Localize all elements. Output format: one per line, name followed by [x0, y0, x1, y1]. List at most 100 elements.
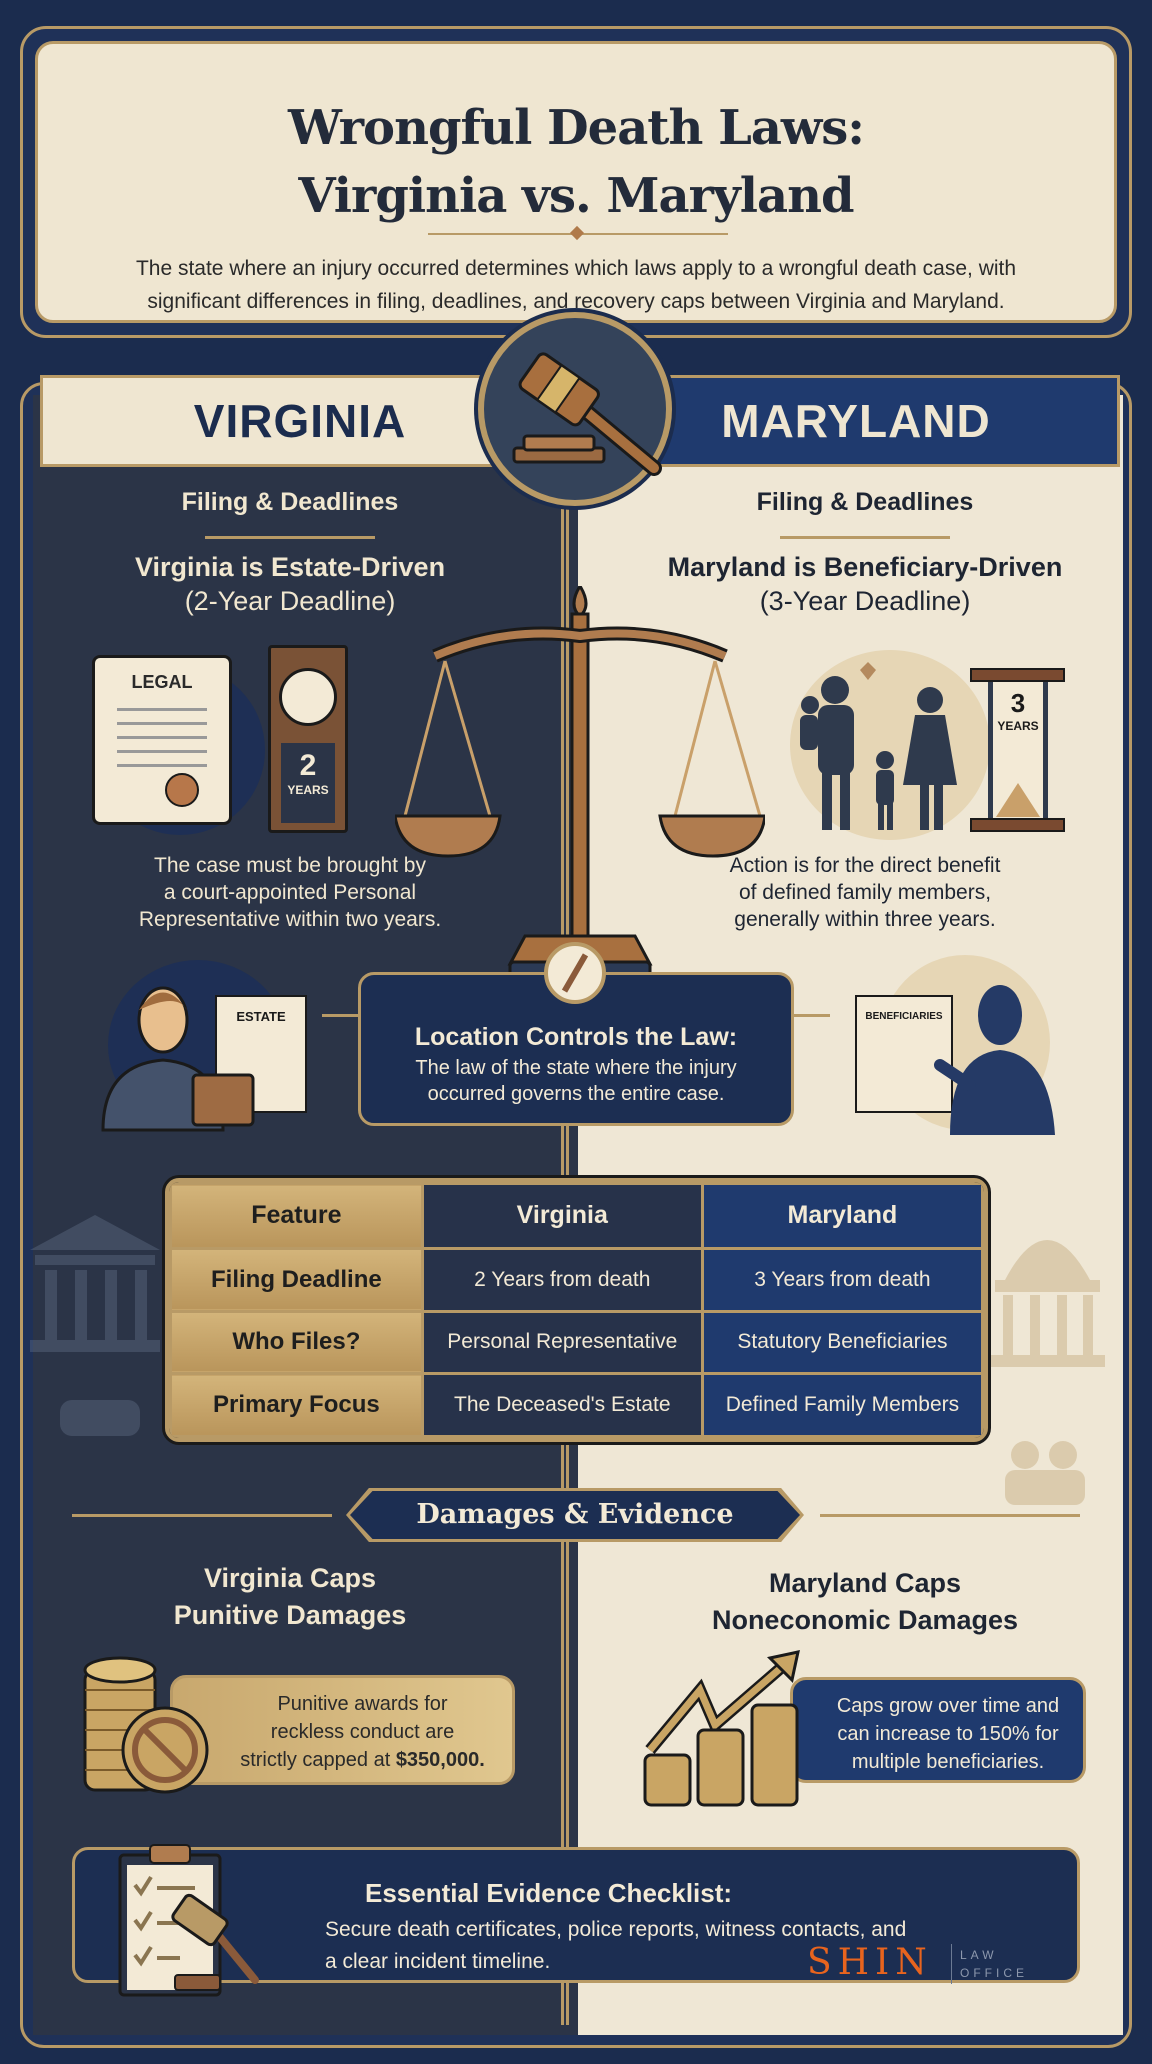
table-header-row: Feature Virginia Maryland [169, 1182, 984, 1250]
checklist-text: Secure death certificates, police report… [325, 1914, 906, 1978]
maryland-caps-title-line1: Maryland Caps [768, 1568, 962, 1598]
location-text-line1: The law of the state where the injury [415, 1057, 737, 1079]
shin-logo-name: SHIN [807, 1942, 933, 1983]
virginia-heading: Virginia is Estate-Driven [134, 552, 446, 582]
virginia-deadline: (2-Year Deadline) [184, 586, 396, 616]
page-title-line1: Wrongful Death Laws: [288, 100, 865, 156]
beneficiaries-label: BENEFICIARIES [865, 1011, 943, 1022]
maryland-section-title: Filing & Deadlines [756, 488, 974, 516]
hourglass-glass: 3 YEARS [988, 682, 1048, 818]
hourglass-icon: 3 YEARS [970, 668, 1065, 833]
estate-label: ESTATE [236, 1009, 286, 1024]
virginia-caps-amount: $350,000. [395, 1749, 485, 1771]
table-cell-feature: Primary Focus [169, 1372, 424, 1438]
compass-needle [561, 953, 589, 993]
virginia-caps-title-line1: Virginia Caps [203, 1563, 377, 1593]
page-title-line2: Virginia vs. Maryland [298, 168, 854, 224]
table-cell-feature: Filing Deadline [169, 1246, 424, 1313]
damages-rule-left [72, 1514, 332, 1517]
checklist-title: Essential Evidence Checklist: [365, 1878, 733, 1908]
capitol-watermark-icon [990, 1240, 1105, 1505]
seal-icon [165, 773, 199, 807]
header-panel: Wrongful Death Laws: Virginia vs. Maryla… [20, 26, 1132, 338]
gavel-medallion [478, 312, 672, 506]
clock-number: 2 [299, 749, 317, 782]
maryland-caps-line1: Caps grow over time and [836, 1695, 1060, 1717]
virginia-rule [205, 536, 375, 539]
logo-subtext: LAW OFFICE [960, 1946, 1028, 1982]
virginia-caps-title-line2: Punitive Damages [173, 1600, 407, 1630]
virginia-section-title: Filing & Deadlines [181, 488, 399, 516]
table-cell-virginia: 2 Years from death [420, 1246, 704, 1313]
checklist-text-line2: a clear incident timeline. [325, 1950, 551, 1973]
damages-rule-right [820, 1514, 1080, 1517]
hourglass-bottom [970, 818, 1065, 832]
sand [996, 783, 1040, 817]
hourglass-unit: YEARS [997, 719, 1039, 733]
growing-coins-arrow-icon [643, 1650, 800, 1807]
family-silhouette-icon [800, 662, 957, 830]
personal-representative-icon [101, 986, 255, 1132]
maryland-desc-line3: generally within three years. [734, 908, 996, 931]
grandfather-clock-icon: 2 YEARS [268, 645, 348, 833]
maryland-desc-line2: of defined family members, [738, 881, 992, 904]
coin-stack-no-dollar-icon [83, 1656, 209, 1794]
virginia-banner: VIRGINIA [40, 375, 560, 467]
connector-right [794, 1014, 830, 1017]
virginia-desc-line2: a court-appointed Personal [163, 881, 417, 904]
checklist-text-line1: Secure death certificates, police report… [325, 1918, 907, 1941]
maryland-heading: Maryland is Beneficiary-Driven [667, 552, 1063, 582]
header-maryland: Maryland [700, 1182, 984, 1250]
table-cell-maryland: 3 Years from death [700, 1246, 984, 1313]
table-cell-feature: Who Files? [169, 1309, 424, 1376]
clock-face [279, 668, 337, 726]
beneficiaries-document-icon: BENEFICIARIES [855, 995, 953, 1113]
clipboard-checklist-icon [118, 1844, 259, 1997]
subtitle-line1: The state where an injury occurred deter… [135, 257, 1017, 280]
virginia-caps-line3: strictly capped at [240, 1749, 396, 1771]
pointing-person-silhouette-icon [934, 985, 1055, 1135]
hourglass-top [970, 668, 1065, 682]
maryland-rule [780, 536, 950, 539]
virginia-caps-line2: reckless conduct are [270, 1721, 455, 1743]
logo-law: LAW [960, 1948, 998, 1962]
location-text-line2: occurred governs the entire case. [427, 1083, 725, 1105]
maryland-caps-box: Caps grow over time and can increase to … [790, 1677, 1086, 1783]
table-cell-maryland: Defined Family Members [700, 1372, 984, 1438]
legal-doc-label: LEGAL [131, 672, 193, 692]
location-title: Location Controls the Law: [414, 1023, 738, 1051]
maryland-desc: Action is for the direct benefit of defi… [615, 852, 1115, 933]
maryland-deadline: (3-Year Deadline) [759, 586, 971, 616]
virginia-caps-box: Punitive awards for reckless conduct are… [170, 1675, 515, 1785]
connector-left [322, 1014, 358, 1017]
courthouse-watermark-icon [30, 1215, 160, 1436]
maryland-desc-line1: Action is for the direct benefit [729, 854, 1001, 877]
hourglass-number: 3 [1010, 688, 1026, 718]
comparison-table: Feature Virginia Maryland Filing Deadlin… [165, 1178, 988, 1442]
document-lines [117, 708, 207, 768]
table-cell-virginia: Personal Representative [420, 1309, 704, 1376]
virginia-desc: The case must be brought by a court-appo… [40, 852, 540, 933]
damages-evidence-banner: Damages & Evidence [350, 1491, 800, 1539]
header-virginia: Virginia [420, 1182, 704, 1250]
virginia-caps-title: Virginia Caps Punitive Damages [40, 1560, 540, 1634]
compass-icon [544, 942, 606, 1004]
gavel-icon [512, 352, 662, 476]
clock-unit: YEARS [287, 783, 329, 797]
maryland-caps-title-line2: Noneconomic Damages [711, 1605, 1019, 1635]
table-cell-virginia: The Deceased's Estate [420, 1372, 704, 1438]
header-feature: Feature [169, 1182, 424, 1250]
legal-document-icon: LEGAL [92, 655, 232, 825]
logo-office: OFFICE [960, 1966, 1028, 1980]
virginia-desc-line1: The case must be brought by [154, 854, 426, 877]
maryland-caps-title: Maryland Caps Noneconomic Damages [615, 1565, 1115, 1639]
virginia-caps-line1: Punitive awards for [277, 1693, 448, 1715]
clock-panel: 2 YEARS [281, 743, 335, 823]
maryland-caps-line3: multiple beneficiaries. [851, 1751, 1045, 1773]
maryland-caps-line2: can increase to 150% for [837, 1723, 1059, 1745]
virginia-desc-line3: Representative within two years. [138, 908, 442, 931]
subtitle-line2: significant differences in filing, deadl… [147, 290, 1005, 313]
